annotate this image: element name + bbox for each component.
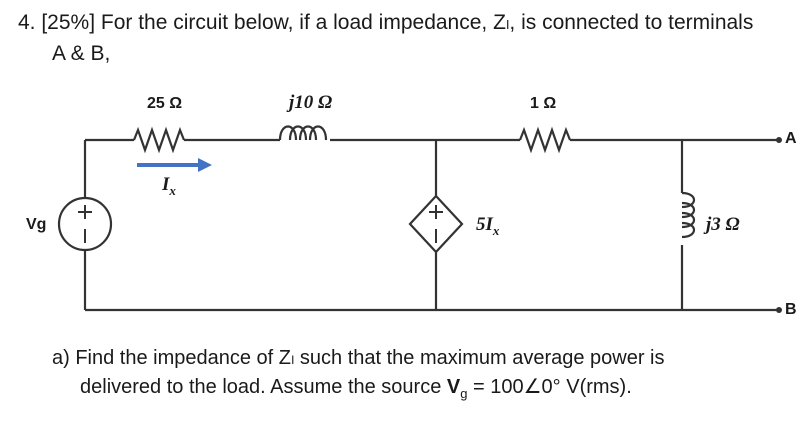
- part-a-line1: a) Find the impedance of Zₗ such that th…: [52, 347, 665, 369]
- terminal-a-node: [776, 137, 782, 143]
- part-a-line2-post: = 100∠0° V(rms).: [467, 376, 632, 398]
- r2-label: 1 Ω: [530, 95, 557, 112]
- current-symbol: I: [162, 174, 170, 195]
- inductor-j3: [681, 191, 696, 239]
- dep-source-gain: 5I: [476, 214, 493, 235]
- dep-source-subscript: x: [492, 222, 500, 238]
- source-label: Vg: [26, 216, 47, 233]
- terminal-a-label: A: [785, 130, 797, 147]
- current-subscript: x: [169, 182, 176, 198]
- voltage-source-vg: [57, 196, 113, 252]
- current-arrow: [137, 158, 212, 172]
- resistor-25-ohm: [132, 126, 186, 154]
- l2-label: j3 Ω: [706, 214, 740, 235]
- current-label: Ix: [162, 174, 176, 199]
- problem-statement-line2: A & B,: [52, 42, 111, 65]
- dependent-voltage-source: [408, 194, 464, 254]
- resistor-1-ohm: [518, 126, 572, 154]
- part-a-vg-symbol: V: [446, 376, 461, 398]
- l1-label: j10 Ω: [289, 92, 333, 113]
- inductor-j10: [278, 125, 328, 141]
- r1-label: 25 Ω: [147, 95, 183, 112]
- terminal-b-node: [776, 307, 782, 313]
- problem-statement-line1: 4. [25%] For the circuit below, if a loa…: [18, 11, 754, 34]
- part-a-line2: delivered to the load. Assume the source…: [80, 374, 632, 401]
- terminal-b-label: B: [785, 301, 797, 318]
- dep-source-label: 5Ix: [476, 214, 499, 239]
- part-a-vg-subscript: g: [460, 386, 468, 401]
- part-a-line2-pre: delivered to the load. Assume the source: [80, 376, 447, 398]
